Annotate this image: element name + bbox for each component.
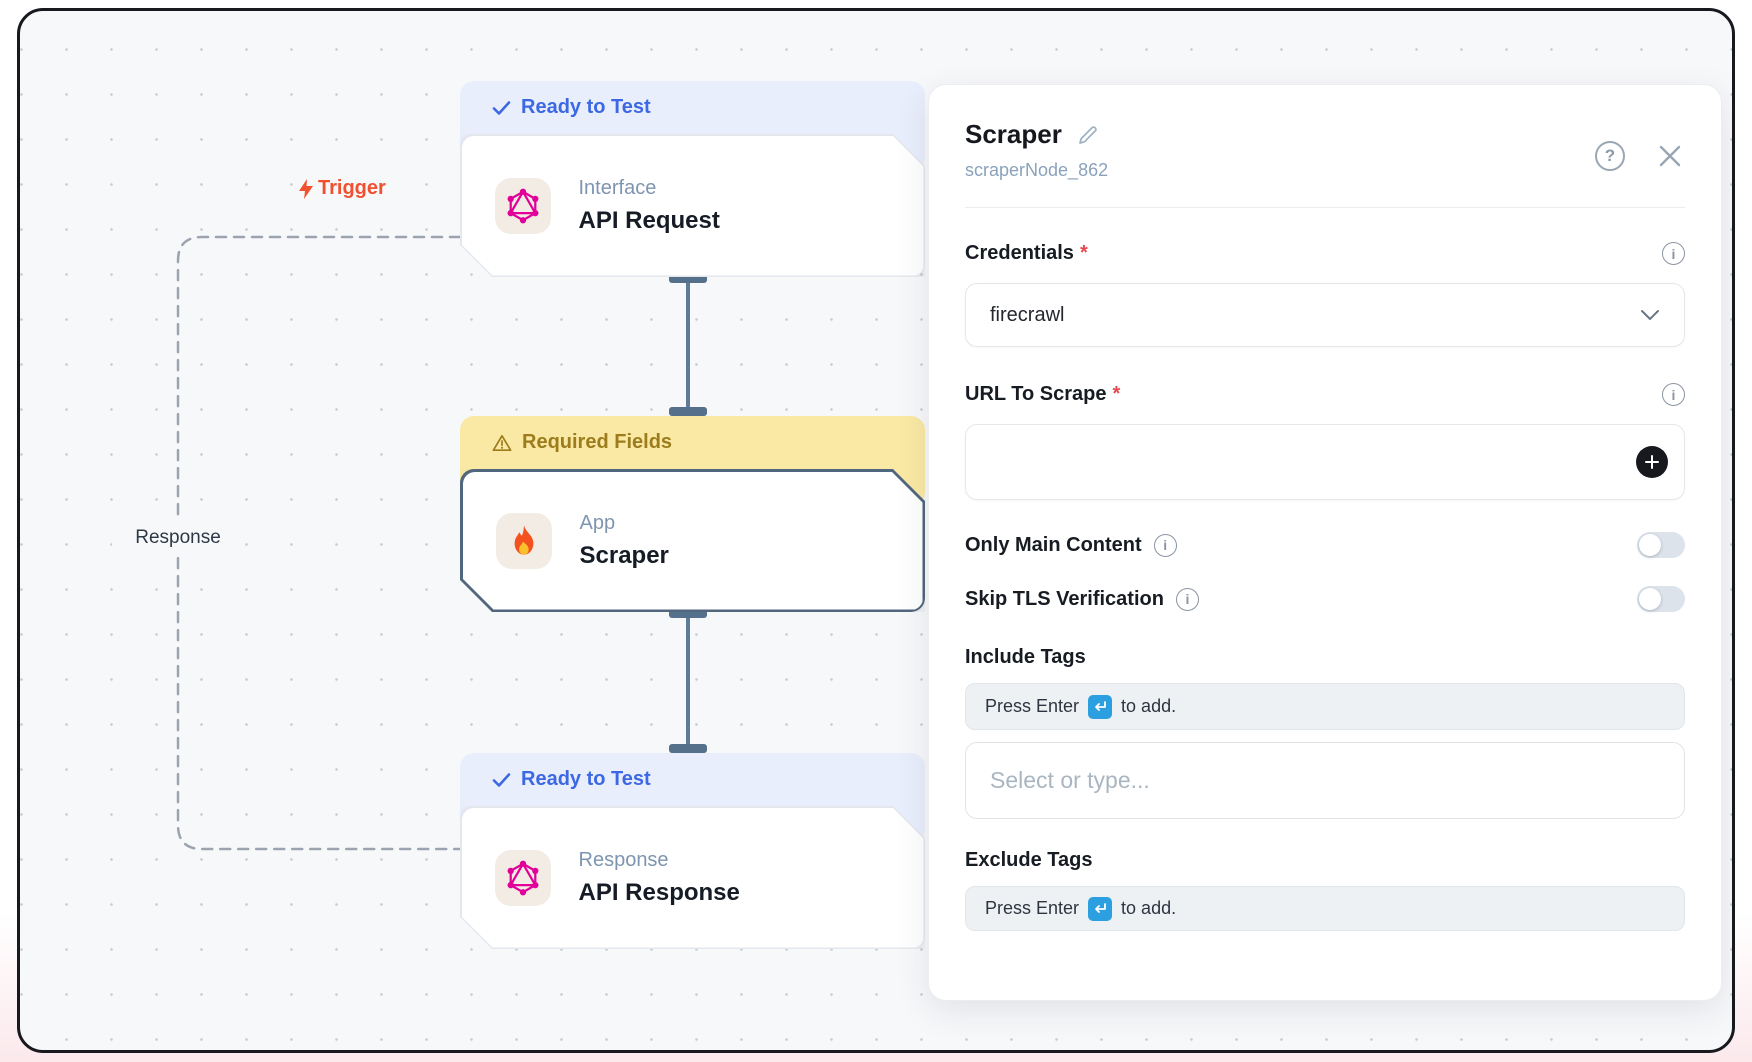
required-asterisk: * — [1079, 242, 1088, 264]
node-api-request[interactable]: Ready to Test — [460, 81, 925, 277]
hint-text: Press Enter — [985, 696, 1080, 716]
node-scraper[interactable]: Required Fields App Scraper — [460, 416, 925, 612]
node-card[interactable]: Response API Response — [460, 806, 925, 949]
divider — [965, 207, 1685, 208]
connector-handle[interactable] — [669, 609, 707, 618]
node-api-response[interactable]: Ready to Test — [460, 753, 925, 949]
url-to-scrape-input[interactable] — [965, 424, 1685, 500]
graphql-icon — [495, 850, 551, 906]
node-title: API Response — [578, 878, 740, 906]
connector-line — [686, 612, 690, 746]
connector-line — [686, 277, 690, 409]
trigger-label: Trigger — [296, 177, 386, 200]
warning-icon — [492, 434, 512, 451]
include-tags-input[interactable]: Press Enter to add. — [965, 683, 1685, 730]
connector-handle[interactable] — [669, 407, 707, 416]
node-id-label: scraperNode_862 — [965, 160, 1109, 180]
plus-icon — [1645, 455, 1659, 469]
node-title: API Request — [578, 206, 720, 234]
check-icon — [492, 772, 511, 787]
node-card-selected[interactable]: App Scraper — [460, 469, 925, 612]
credentials-select[interactable]: firecrawl — [965, 283, 1685, 347]
info-icon[interactable]: i — [1153, 533, 1177, 557]
node-category: App — [579, 511, 616, 534]
node-category: Response — [578, 848, 669, 871]
workflow-canvas[interactable]: Trigger Response Ready to Test — [20, 11, 1732, 1050]
fire-icon — [496, 513, 552, 569]
include-tags-label: Include Tags — [965, 646, 1086, 668]
add-value-button[interactable] — [1636, 446, 1668, 478]
panel-title: Scraper — [965, 119, 1062, 149]
skip-tls-toggle[interactable] — [1637, 586, 1685, 612]
only-main-content-toggle[interactable] — [1637, 532, 1685, 558]
lightning-icon — [299, 178, 313, 199]
hint-text: Press Enter — [985, 898, 1080, 918]
graphql-icon — [495, 178, 551, 234]
skip-tls-label: Skip TLS Verification — [965, 587, 1164, 610]
node-card[interactable]: Interface API Request — [460, 134, 925, 277]
connector-handle[interactable] — [669, 744, 707, 753]
url-to-scrape-label: URL To Scrape* — [965, 383, 1121, 405]
badge-label: Ready to Test — [521, 96, 651, 118]
edit-pencil-icon[interactable] — [1076, 123, 1100, 147]
required-asterisk: * — [1112, 383, 1121, 405]
info-icon[interactable]: i — [1662, 383, 1685, 406]
exclude-tags-label: Exclude Tags — [965, 849, 1093, 871]
include-tags-select[interactable]: Select or type... — [965, 742, 1685, 819]
only-main-content-label: Only Main Content — [965, 533, 1142, 556]
help-icon[interactable]: ? — [1595, 141, 1625, 171]
credentials-label: Credentials* — [965, 242, 1088, 264]
badge-label: Ready to Test — [521, 768, 651, 790]
close-icon[interactable] — [1657, 143, 1683, 169]
hint-text: to add. — [1121, 696, 1177, 716]
check-icon — [492, 100, 511, 115]
chevron-down-icon — [1641, 310, 1659, 320]
node-config-panel: ? Scraper scraperNode_862 Credentials* i… — [928, 84, 1722, 1001]
connector-handle[interactable] — [669, 274, 707, 283]
info-icon[interactable]: i — [1175, 587, 1199, 611]
response-loop-label: Response — [112, 521, 244, 555]
node-category: Interface — [578, 176, 657, 199]
hint-text: to add. — [1121, 898, 1177, 918]
credentials-value: firecrawl — [990, 303, 1065, 326]
placeholder-text: Select or type... — [990, 767, 1150, 793]
enter-key-icon — [1088, 694, 1113, 719]
node-title: Scraper — [579, 541, 669, 569]
workflow-window: Trigger Response Ready to Test — [17, 8, 1735, 1053]
exclude-tags-input[interactable]: Press Enter to add. — [965, 886, 1685, 931]
info-icon[interactable]: i — [1662, 242, 1685, 265]
badge-label: Required Fields — [522, 431, 673, 453]
enter-key-icon — [1088, 896, 1113, 921]
